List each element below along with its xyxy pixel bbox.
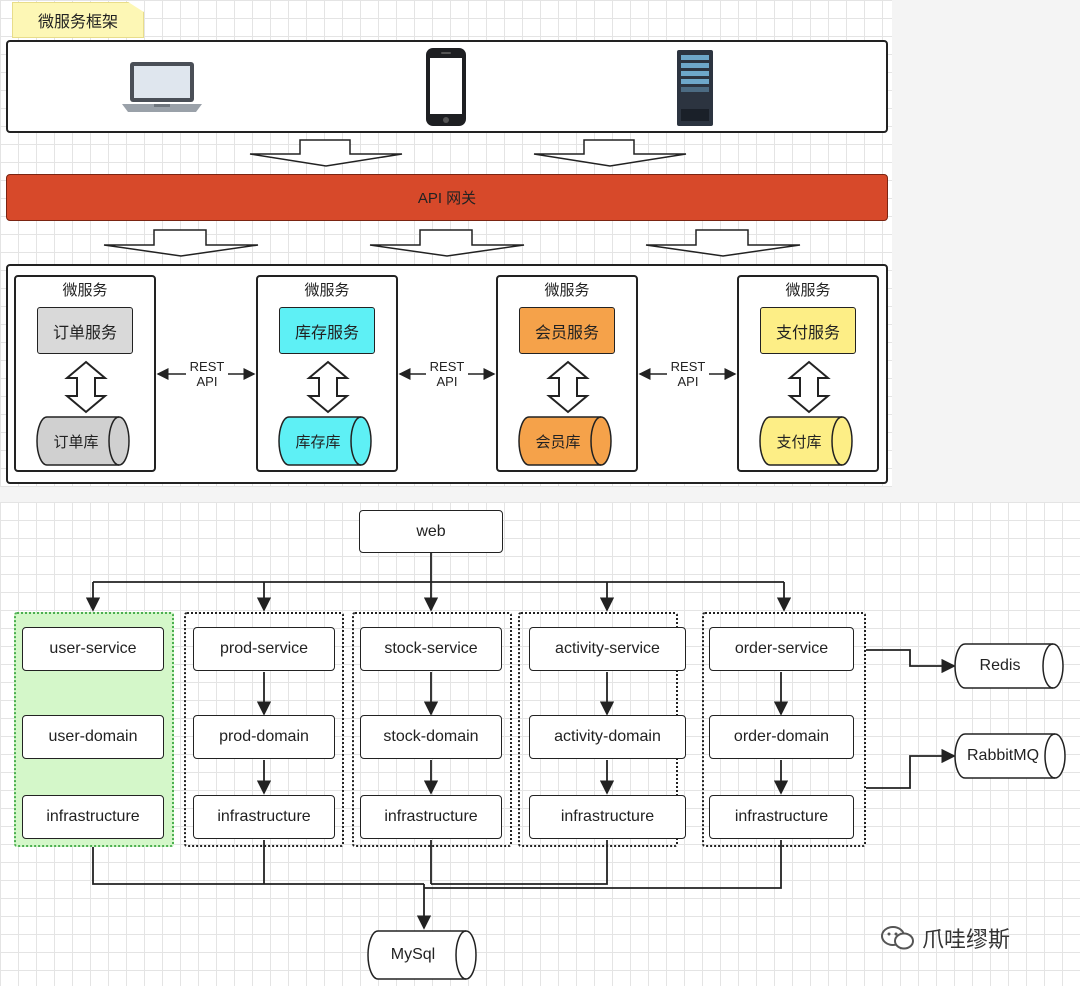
down-arrow-1 [249, 139, 403, 167]
rabbitmq-label: RabbitMQ [966, 747, 1040, 764]
user-domain-box: user-domain [22, 715, 164, 759]
clients-bar [6, 40, 888, 133]
stock-module-group [352, 612, 512, 847]
prod-service-box: prod-service [193, 627, 335, 671]
rest-label-1: REST API [186, 359, 228, 389]
mysql-store: MySql [367, 930, 478, 980]
microservice-column-member: 微服务 会员服务 会员库 [496, 275, 638, 472]
column-title: 微服务 [544, 282, 590, 299]
api-gateway: API 网关 [6, 174, 888, 221]
prod-infrastructure-box: infrastructure [193, 795, 335, 839]
bidirectional-arrow [64, 360, 108, 414]
watermark-text: 爪哇缪斯 [922, 927, 1011, 952]
phone-icon [426, 48, 466, 126]
web-box: web [359, 510, 503, 553]
rest-label-2: REST API [426, 359, 468, 389]
order-domain-box: order-domain [709, 715, 854, 759]
member-service-box: 会员服务 [519, 307, 615, 354]
db-label: 库存库 [295, 433, 341, 451]
activity-domain-box: activity-domain [529, 715, 686, 759]
stock-service-box: 库存服务 [279, 307, 375, 354]
stock-db: 库存库 [278, 416, 375, 466]
rabbitmq-store: RabbitMQ [954, 733, 1067, 779]
wechat-watermark: 爪哇缪斯 [880, 920, 1060, 956]
prod-domain-box: prod-domain [193, 715, 335, 759]
microservice-column-payment: 微服务 支付服务 支付库 [737, 275, 879, 472]
bidirectional-arrow [306, 360, 350, 414]
db-label: 会员库 [535, 433, 581, 451]
microservice-column-stock: 微服务 库存服务 库存库 [256, 275, 398, 472]
column-title: 微服务 [785, 282, 831, 299]
prod-module-group [184, 612, 344, 847]
order-service-box: order-service [709, 627, 854, 671]
order-infrastructure-box: infrastructure [709, 795, 854, 839]
microservice-architecture-diagram: 微服务框架 [0, 0, 892, 487]
redis-store: Redis [954, 643, 1065, 689]
order-module-group [702, 612, 866, 847]
user-service-box: user-service [22, 627, 164, 671]
payment-service-box: 支付服务 [760, 307, 856, 354]
down-arrow-2 [533, 139, 687, 167]
db-label: 订单库 [53, 433, 99, 451]
bidirectional-arrow [787, 360, 831, 414]
bidirectional-arrow [546, 360, 590, 414]
server-icon [677, 50, 713, 126]
member-db: 会员库 [518, 416, 615, 466]
arrows-to-gateway [103, 139, 801, 257]
payment-db: 支付库 [759, 416, 856, 466]
laptop-icon [122, 62, 202, 112]
activity-infrastructure-box: infrastructure [529, 795, 686, 839]
column-title: 微服务 [304, 282, 350, 299]
db-label: 支付库 [776, 433, 822, 451]
rest-label-3: REST API [667, 359, 709, 389]
activity-service-box: activity-service [529, 627, 686, 671]
redis-label: Redis [979, 657, 1021, 674]
order-service-box: 订单服务 [37, 307, 133, 354]
user-infrastructure-box: infrastructure [22, 795, 164, 839]
mysql-label: MySql [390, 946, 436, 963]
microservice-column-order: 微服务 订单服务 订单库 [14, 275, 156, 472]
wechat-icon [881, 926, 914, 950]
stock-service-box: stock-service [360, 627, 502, 671]
title-note: 微服务框架 [12, 2, 144, 38]
stock-infrastructure-box: infrastructure [360, 795, 502, 839]
down-arrow-3 [103, 229, 259, 257]
order-db: 订单库 [36, 416, 133, 466]
stock-domain-box: stock-domain [360, 715, 502, 759]
down-arrow-4 [369, 229, 525, 257]
down-arrow-5 [645, 229, 801, 257]
column-title: 微服务 [62, 282, 108, 299]
